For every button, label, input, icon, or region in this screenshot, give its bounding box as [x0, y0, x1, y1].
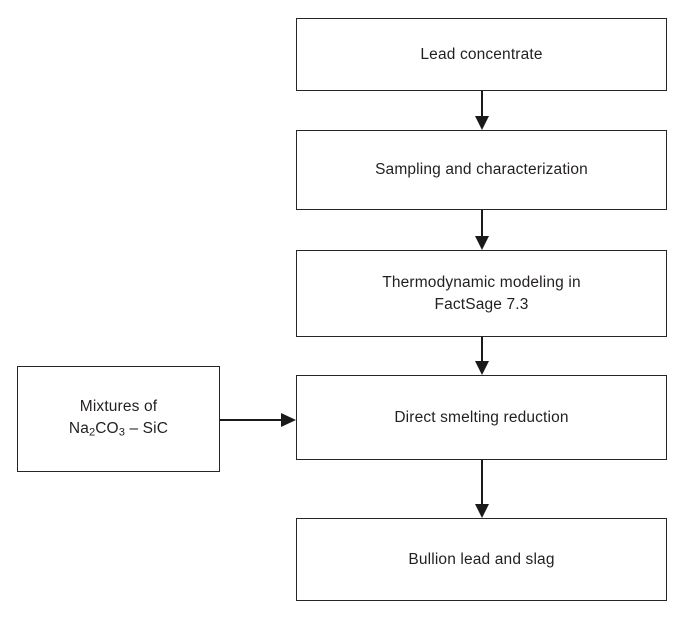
node-thermodynamic-modeling[interactable]: Thermodynamic modeling in FactSage 7.3: [296, 250, 667, 337]
arrow-direct-smelting-to-bullion: [466, 460, 498, 518]
node-label-sampling: Sampling and characterization: [375, 161, 588, 178]
formula-sic: – SiC: [125, 420, 169, 438]
formula-sub-3: 3: [118, 426, 125, 439]
arrow-mixtures-to-direct-smelting: [220, 406, 296, 434]
node-lead-concentrate[interactable]: Lead concentrate: [296, 18, 667, 91]
node-label-mixtures: Mixtures of Na2CO3 – SiC: [69, 396, 168, 441]
node-label-direct-smelting: Direct smelting reduction: [394, 408, 569, 426]
arrow-lead-concentrate-to-sampling: [466, 91, 498, 130]
node-direct-smelting-reduction[interactable]: Direct smelting reduction: [296, 375, 667, 460]
node-bullion-lead-and-slag[interactable]: Bullion lead and slag: [296, 518, 667, 601]
arrow-thermodynamic-to-direct-smelting: [466, 337, 498, 375]
node-label-mixtures-line1: Mixtures of: [79, 398, 158, 416]
node-label-thermodynamic: Thermodynamic modeling in FactSage 7.3: [382, 273, 581, 313]
formula-na: Na: [68, 420, 89, 438]
node-label-bullion: Bullion lead and slag: [408, 550, 555, 568]
node-mixtures-of-na2co3-sic[interactable]: Mixtures of Na2CO3 – SiC: [17, 366, 220, 472]
arrow-sampling-to-thermodynamic: [466, 210, 498, 250]
node-sampling-and-characterization[interactable]: Sampling and characterization: [296, 130, 667, 210]
formula-sub-2: 2: [89, 426, 96, 439]
node-label-lead-concentrate: Lead concentrate: [420, 45, 543, 63]
formula-co: CO: [95, 420, 119, 438]
